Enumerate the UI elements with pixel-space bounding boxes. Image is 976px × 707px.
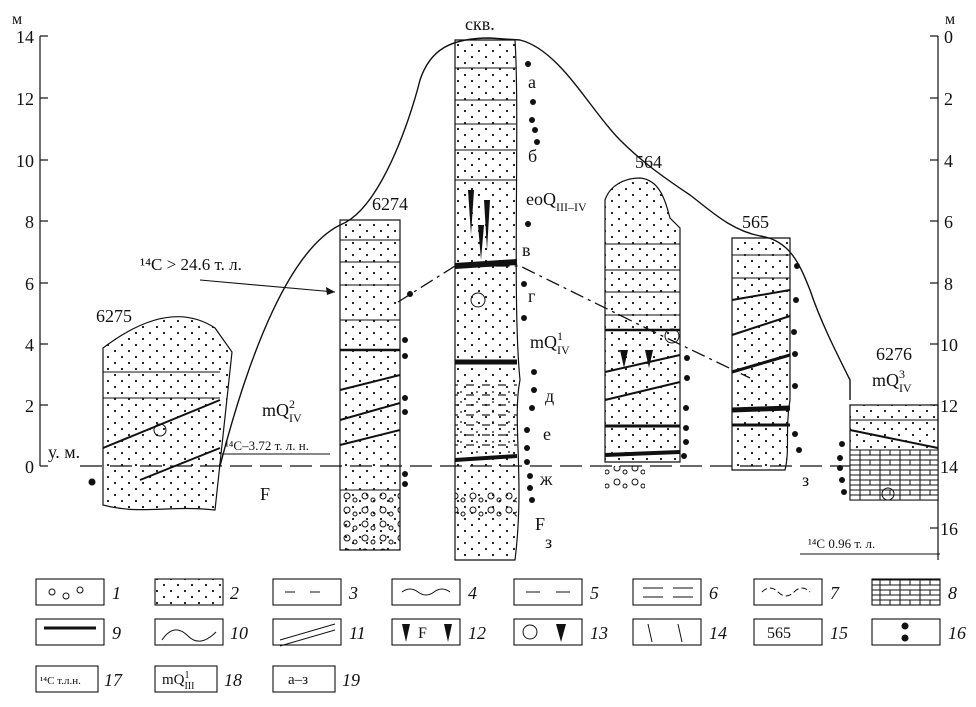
section-6276: 6276 (837, 344, 938, 500)
left-tick: 0 (25, 457, 34, 477)
section-6275-label: 6275 (96, 306, 132, 326)
section-skv-label: скв. (465, 14, 495, 34)
legend-num: 6 (709, 583, 718, 603)
legend-num: 16 (948, 623, 966, 643)
right-tick: 2 (944, 89, 953, 109)
legend-num: 7 (830, 583, 840, 603)
left-axis: м 14 12 10 8 6 4 2 0 (12, 11, 48, 477)
legend-num: 2 (230, 583, 239, 603)
section-6275: 6275 (96, 306, 232, 510)
left-tick: 12 (16, 89, 34, 109)
right-tick: 16 (940, 519, 958, 539)
layer-letter: в (522, 240, 531, 260)
left-tick: 14 (16, 27, 34, 47)
f-label-center: F (535, 514, 545, 534)
c14-372-label: ¹⁴C–3.72 т. л. н. (225, 438, 309, 453)
section-564: 564 (605, 152, 690, 492)
legend-box12-text: F (418, 625, 427, 642)
index-eoq: eoQIII–IV (526, 189, 587, 214)
section-6276-label: 6276 (876, 344, 912, 364)
section-565: 565 (732, 212, 802, 470)
legend-num: 10 (230, 623, 248, 643)
legend-num: 19 (342, 670, 360, 690)
layer-letter: а (528, 72, 536, 92)
left-tick: 10 (16, 151, 34, 171)
legend-num: 14 (709, 623, 727, 643)
right-unit: м (945, 11, 955, 28)
z-label-right: з (802, 470, 809, 490)
sample-dot (89, 479, 96, 486)
left-tick: 8 (25, 212, 34, 232)
section-565-label: 565 (742, 212, 769, 232)
layer-letter: б (528, 146, 537, 166)
right-tick: 12 (940, 396, 958, 416)
left-tick: 2 (25, 396, 34, 416)
legend-num: 17 (104, 670, 123, 690)
sea-level-label: у. м. (48, 442, 80, 462)
arrow-head (326, 287, 335, 295)
right-tick: 0 (944, 27, 953, 47)
c14-gt-label: ¹⁴C > 24.6 т. л. (140, 255, 242, 274)
legend-num: 15 (830, 623, 848, 643)
layer-letter: е (543, 424, 551, 444)
legend-num: 4 (468, 583, 477, 603)
layer-letter: д (545, 386, 554, 406)
legend-box19-text: а–з (288, 672, 308, 688)
left-tick: 6 (25, 274, 34, 294)
legend-num: 5 (590, 583, 599, 603)
legend-box15-text: 565 (767, 625, 791, 642)
correlation-line (398, 266, 750, 378)
right-tick: 4 (944, 151, 953, 171)
right-tick: 10 (940, 335, 958, 355)
legend-box17-text: ¹⁴С т.л.н. (40, 675, 81, 687)
legend-num: 13 (590, 623, 608, 643)
c14-gt-leader (200, 280, 335, 292)
section-564-label: 564 (635, 152, 662, 172)
layer-letter: ж (539, 469, 553, 489)
legend-num: 12 (468, 623, 486, 643)
legend-num: 18 (224, 670, 242, 690)
legend-num: 8 (948, 583, 957, 603)
right-tick: 8 (944, 274, 953, 294)
legend-num: 11 (349, 623, 366, 643)
legend-num: 1 (112, 583, 121, 603)
layer-letter: з (545, 532, 552, 552)
right-tick: 14 (940, 457, 958, 477)
right-tick: 6 (944, 212, 953, 232)
section-6274-label: 6274 (372, 194, 408, 214)
left-tick: 4 (25, 335, 34, 355)
legend-num: 3 (348, 583, 358, 603)
legend-num: 9 (112, 623, 121, 643)
left-unit: м (12, 11, 22, 28)
layer-letter: г (528, 286, 535, 306)
section-6274: 6274 (340, 194, 413, 550)
f-label-left: F (260, 484, 270, 504)
c14-096-label: ¹⁴C 0.96 т. л. (808, 536, 875, 551)
